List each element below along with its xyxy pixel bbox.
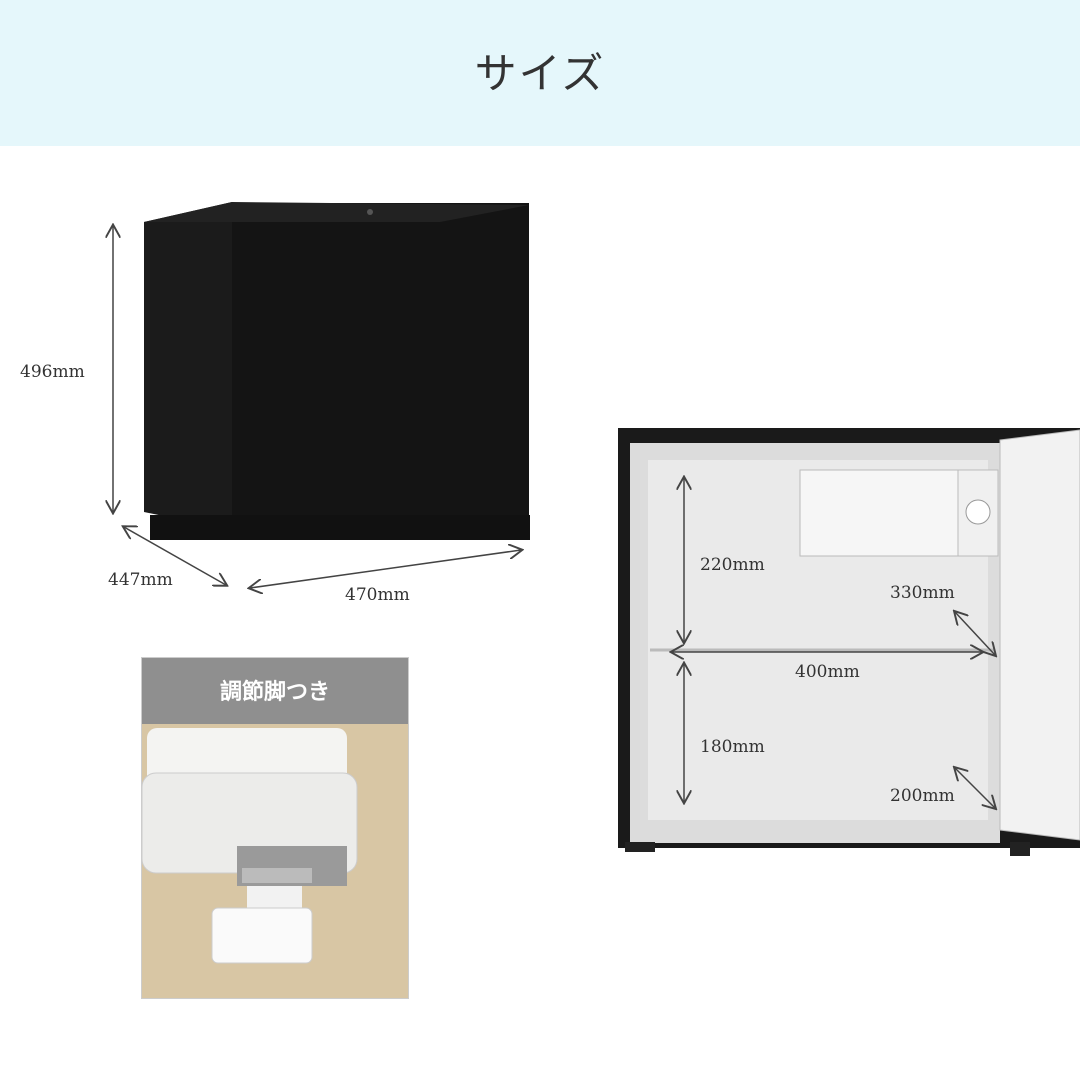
upper-depth-label: 330mm — [890, 583, 955, 603]
lower-height-label: 180mm — [700, 737, 765, 757]
upper-depth-arrow — [955, 612, 995, 655]
adjustable-feet-photo: 調節脚つき — [141, 657, 409, 999]
depth-label: 447mm — [108, 570, 173, 590]
lower-depth-arrow — [955, 768, 995, 808]
width-label: 470mm — [345, 585, 410, 605]
height-label: 496mm — [20, 362, 85, 382]
adjustable-foot-illustration — [142, 724, 408, 998]
page-title: サイズ — [474, 49, 606, 98]
inset-caption: 調節脚つき — [142, 658, 408, 724]
fridge-closed — [144, 202, 530, 540]
depth-arrow — [124, 527, 226, 585]
header-band: サイズ — [0, 0, 1080, 146]
lower-depth-label: 200mm — [890, 786, 955, 806]
fridge-open — [618, 428, 1080, 856]
interior-width-label: 400mm — [795, 662, 860, 682]
width-arrow — [250, 550, 521, 588]
upper-height-label: 220mm — [700, 555, 765, 575]
